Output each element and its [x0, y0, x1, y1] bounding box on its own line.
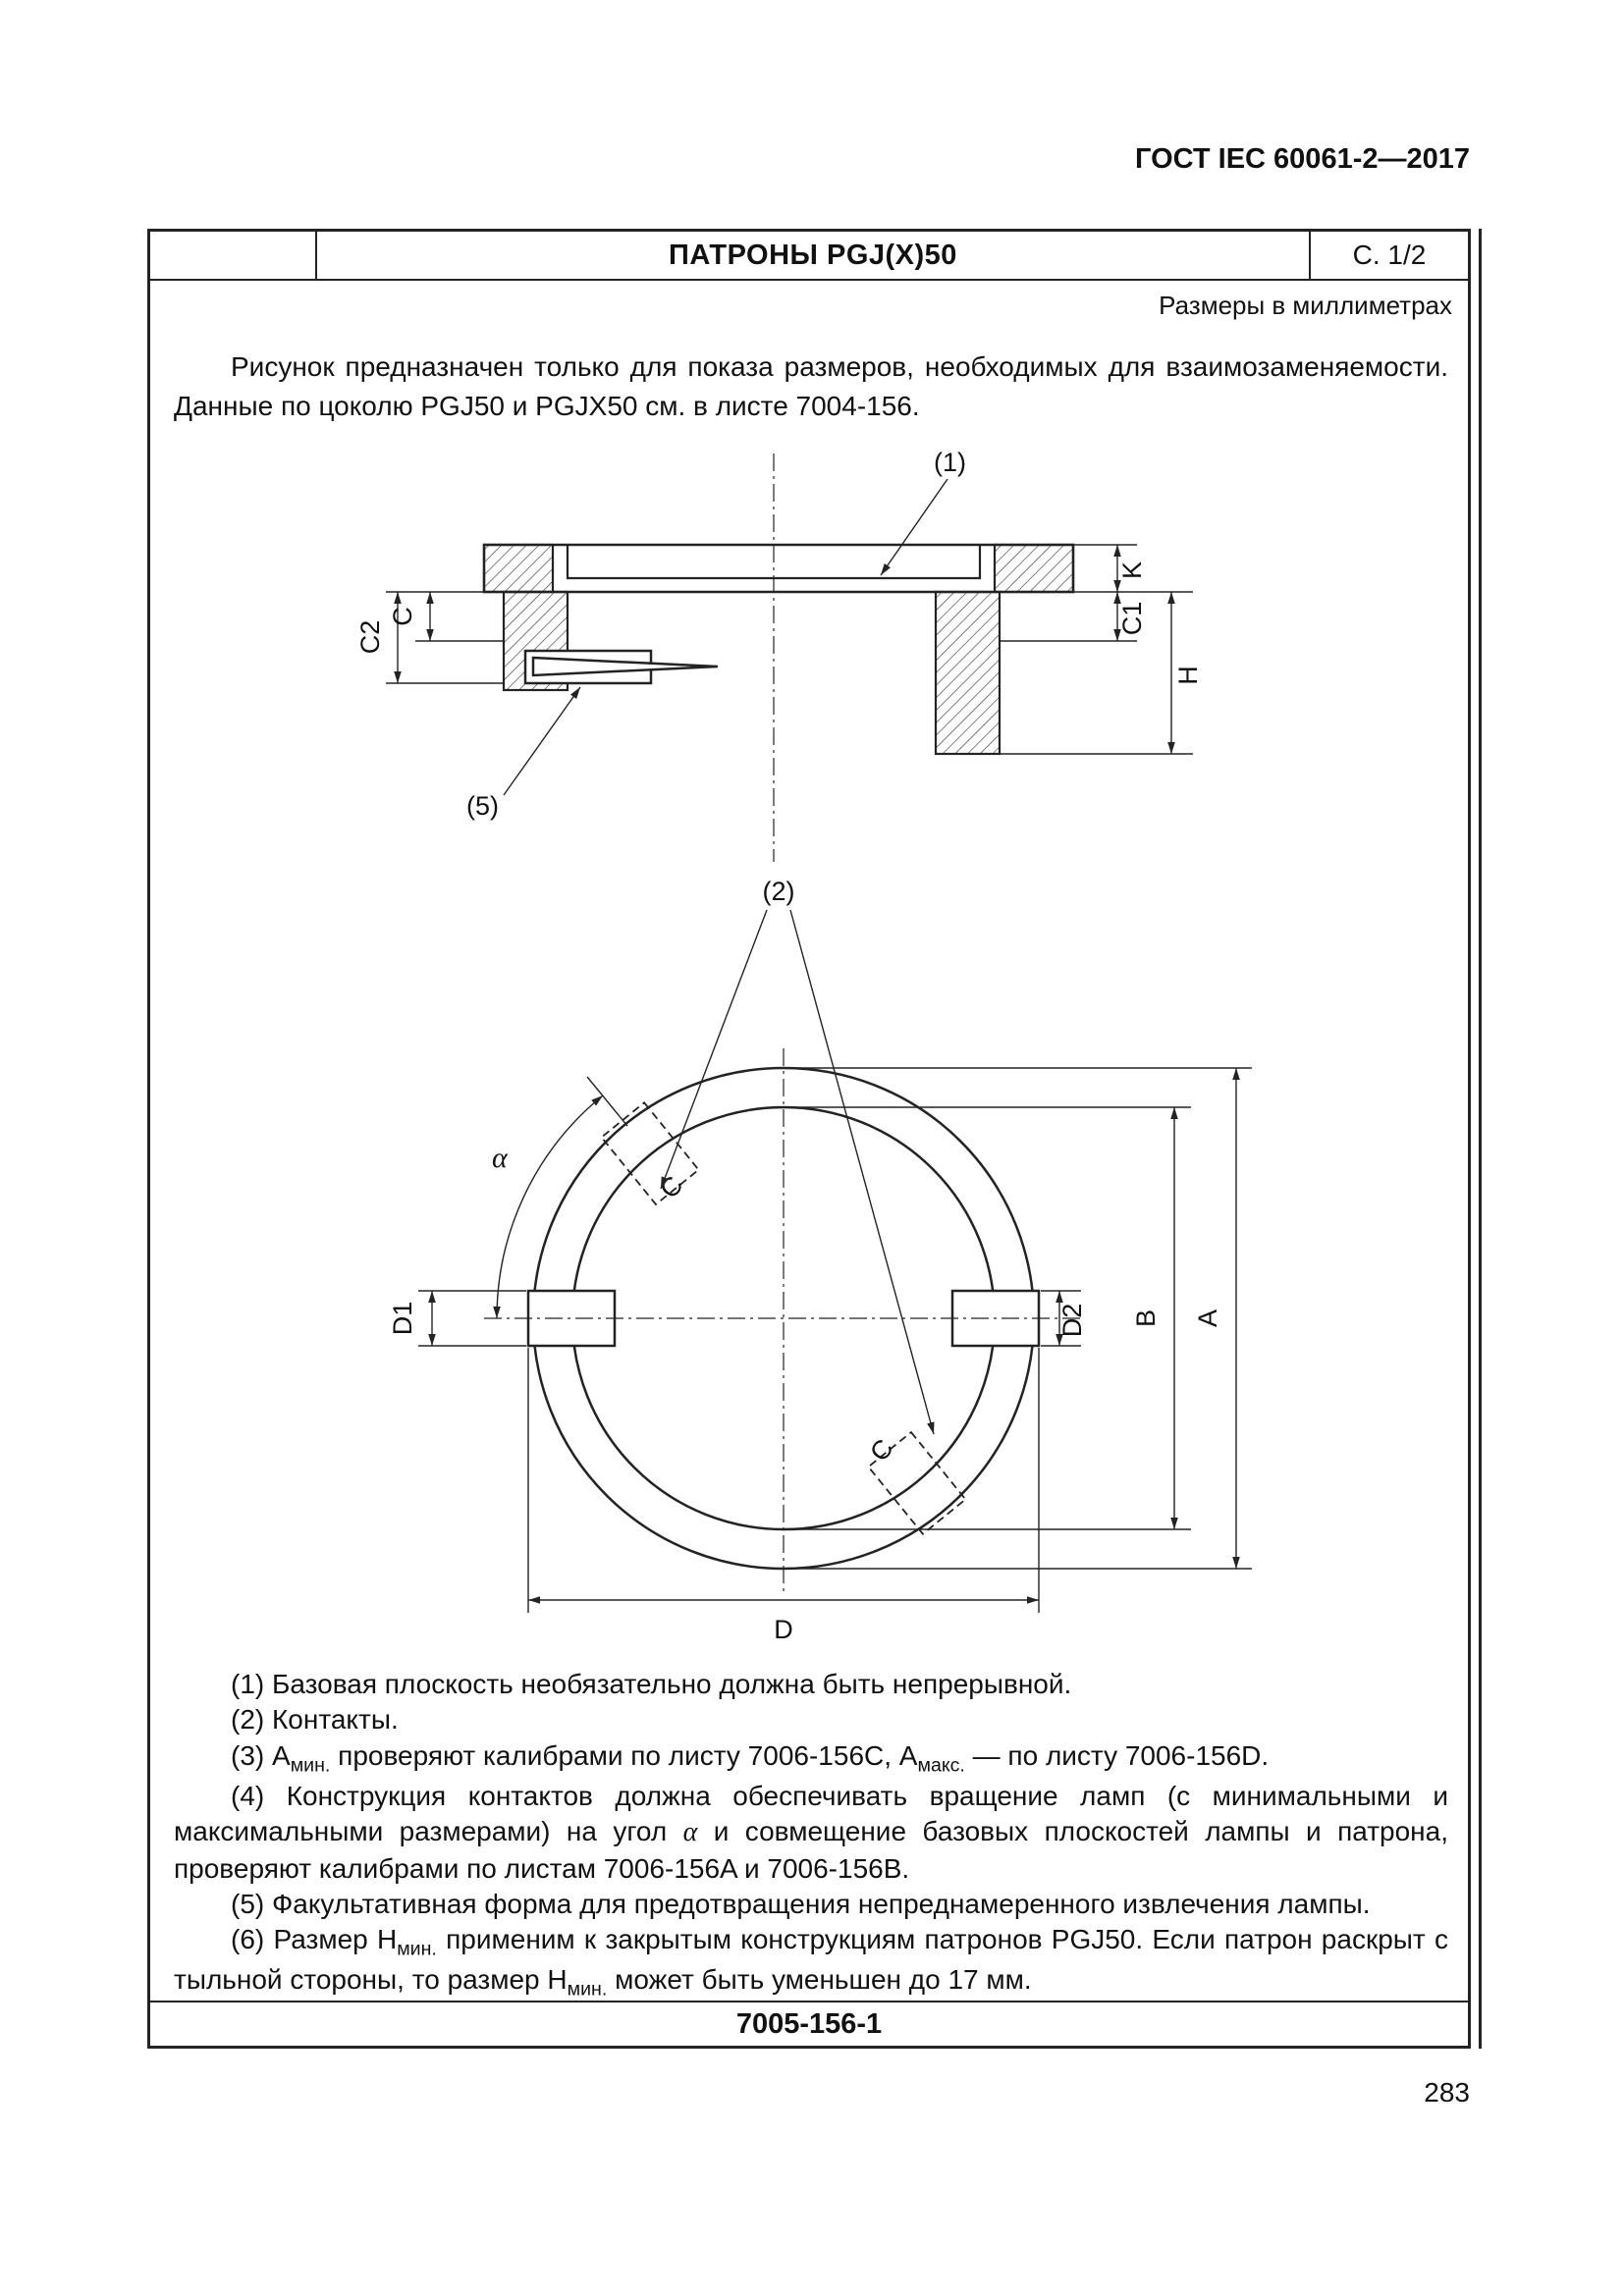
dim-label-h: H	[1173, 666, 1203, 685]
document-reference: ГОСТ IEC 60061-2—2017	[1135, 143, 1470, 175]
dimension-lines	[394, 545, 1175, 754]
callout-latch: (5)	[466, 791, 499, 821]
dim-label-a: A	[1193, 1309, 1222, 1327]
sheet-page-ref: С. 1/2	[1309, 232, 1468, 279]
latch-detail	[523, 649, 719, 685]
units-note: Размеры в миллиметрах	[1159, 291, 1452, 320]
note-6: (6) Размер Нмин. применим к закрытым кон…	[174, 1924, 1448, 2002]
extension-lines	[418, 1067, 1252, 1613]
section-view-drawing: C C2 K C1 H (1) (5)	[356, 448, 1203, 862]
notes-block: (1) Базовая плоскость необязательно долж…	[174, 1667, 1448, 2003]
dim-label-c2: C2	[356, 620, 385, 655]
note-2: (2) Контакты.	[231, 1704, 399, 1735]
intro-paragraph: Рисунок предназначен только для показа р…	[174, 351, 1448, 421]
leader-lines	[660, 909, 935, 1435]
callout-base-plane: (1)	[934, 448, 966, 477]
sheet-frame: ПАТРОНЫ PGJ(X)50 С. 1/2 Размеры в миллим…	[147, 229, 1471, 2049]
leader-lines	[503, 478, 948, 796]
header-cell-empty	[150, 232, 317, 279]
note-4: (4) Конструкция контактов должна обеспеч…	[174, 1780, 1448, 1884]
dim-label-c1: C1	[1117, 602, 1147, 636]
callout-contacts: (2)	[763, 877, 795, 906]
note-1: (1) Базовая плоскость необязательно долж…	[231, 1669, 1072, 1699]
sheet-header-row: ПАТРОНЫ PGJ(X)50 С. 1/2	[150, 232, 1468, 281]
page-number: 283	[1424, 2077, 1470, 2108]
dim-label-d: D	[774, 1615, 793, 1644]
dim-label-d1: D1	[388, 1302, 417, 1336]
front-view-drawing: C C α (2)	[388, 877, 1252, 1644]
sheet-title: ПАТРОНЫ PGJ(X)50	[669, 239, 957, 271]
dim-label-c-upper: C	[654, 1171, 689, 1204]
dimension-lines	[428, 1068, 1240, 1604]
sheet-code: 7005-156-1	[150, 2001, 1468, 2046]
angle-dimension	[493, 1076, 628, 1319]
sheet-frame-double-line	[1479, 229, 1482, 2049]
dim-label-alpha: α	[492, 1142, 509, 1174]
dim-label-b: B	[1131, 1309, 1161, 1327]
holder-body-section	[482, 543, 1075, 756]
dim-label-c-lower: C	[864, 1434, 899, 1468]
dim-label-c: C	[388, 607, 417, 626]
contact-tab-left	[526, 1289, 617, 1348]
note-5: (5) Факультативная форма для предотвраще…	[231, 1889, 1371, 1920]
note-3: (3) Амин. проверяют калибрами по листу 7…	[231, 1739, 1270, 1777]
dim-label-d2: D2	[1057, 1304, 1087, 1338]
dim-label-k: K	[1117, 561, 1147, 579]
